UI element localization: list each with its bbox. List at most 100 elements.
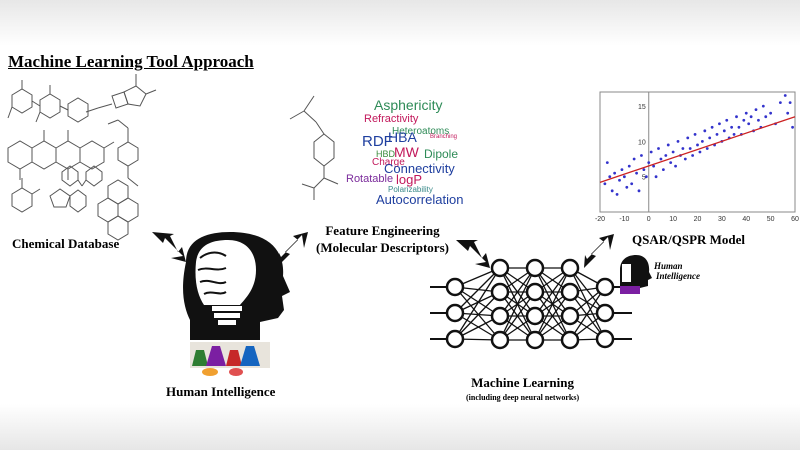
data-point: [649, 150, 653, 154]
network-edge: [499, 267, 536, 317]
data-point: [744, 111, 748, 115]
network-node: [560, 282, 580, 302]
arrow-down-right-icon: [456, 240, 490, 268]
data-point: [644, 175, 648, 179]
data-point: [700, 140, 704, 143]
ibuprofen-molecule-icon: [289, 95, 339, 200]
network-edge: [454, 267, 501, 340]
data-point: [640, 154, 643, 157]
network-edge: [454, 286, 501, 341]
data-point: [674, 164, 677, 168]
data-point: [786, 111, 790, 115]
network-node: [445, 277, 465, 297]
bottom-blur-band: [0, 404, 800, 450]
data-point: [754, 108, 758, 112]
data-point: [613, 171, 617, 175]
data-point: [742, 118, 746, 122]
network-node: [490, 306, 510, 326]
x-tick-label: 10: [669, 216, 677, 223]
data-point: [737, 125, 741, 129]
data-point: [664, 154, 668, 157]
network-node: [595, 277, 615, 297]
descriptor-word: logP: [396, 172, 423, 187]
arrow-up-right-icon: [278, 232, 308, 266]
data-point: [630, 182, 634, 186]
data-point: [783, 94, 787, 97]
data-point: [693, 132, 697, 136]
data-point: [637, 189, 641, 193]
network-node: [560, 330, 580, 350]
data-point: [708, 136, 712, 140]
network-edge: [569, 286, 606, 341]
data-point: [725, 118, 729, 122]
data-point: [618, 178, 621, 182]
network-node: [525, 282, 545, 302]
data-point: [698, 150, 702, 154]
x-tick-label: -20: [595, 216, 605, 223]
network-node: [525, 306, 545, 326]
x-tick-label: 60: [791, 216, 799, 223]
data-point: [769, 111, 773, 115]
data-point: [659, 157, 663, 161]
data-point: [757, 118, 760, 122]
network-node: [490, 330, 510, 350]
descriptor-word: Connectivity: [384, 161, 455, 176]
small-human-intelligence-icon: [620, 255, 652, 294]
data-point: [718, 122, 721, 126]
feature-engineering-title: Feature Engineering: [325, 223, 440, 238]
data-point: [715, 132, 719, 136]
network-edge: [534, 267, 571, 341]
descriptor-word: Refractivity: [364, 113, 419, 125]
data-point: [635, 171, 638, 175]
network-node: [525, 258, 545, 278]
data-point: [669, 161, 673, 164]
plot-frame: [599, 91, 796, 213]
data-point: [778, 101, 782, 104]
descriptor-word: Heteroatoms: [392, 126, 450, 137]
small-human-label: Human: [654, 261, 683, 271]
small-intelligence-label: Intelligence: [656, 271, 700, 281]
network-node: [560, 258, 580, 278]
network-edge: [454, 291, 501, 340]
y-tick-label: 10: [638, 139, 646, 146]
descriptor-word: Asphericity: [374, 97, 443, 113]
network-edge: [499, 291, 536, 341]
arrow-down-right-icon: [152, 232, 186, 262]
descriptor-word: HBA: [388, 129, 417, 145]
network-node: [490, 258, 510, 278]
descriptor-word: HBD: [376, 149, 396, 159]
flow-arrows: [152, 232, 614, 268]
data-point: [625, 185, 629, 189]
descriptor-word: Polarizability: [388, 185, 433, 194]
fit-line: [599, 116, 796, 183]
data-point: [642, 168, 646, 172]
human-intelligence-label: Human Intelligence: [166, 384, 276, 399]
data-point: [722, 129, 726, 133]
data-point: [654, 175, 658, 179]
data-point: [666, 143, 670, 147]
descriptor-word: Charge: [372, 157, 405, 168]
network-node: [595, 303, 615, 323]
descriptor-word: Dipole: [424, 147, 459, 161]
network-edge: [534, 267, 571, 317]
data-point: [608, 175, 612, 179]
data-point: [791, 125, 794, 129]
feature-engineering-label: Feature Engineering (Molecular Descripto…: [316, 222, 449, 256]
descriptor-word: Autocorrelation: [376, 192, 464, 207]
data-point: [761, 104, 765, 108]
neural-network-icon: [430, 258, 632, 350]
x-tick-label: 40: [742, 216, 750, 223]
network-edge: [499, 267, 536, 341]
network-edge: [534, 291, 571, 341]
data-point: [705, 147, 709, 150]
descriptor-word: RDF: [362, 133, 393, 150]
machine-learning-subtitle: (including deep neural networks): [466, 393, 580, 402]
data-point: [671, 150, 675, 154]
arrow-up-right-icon: [584, 234, 614, 268]
data-point: [647, 161, 651, 164]
data-point: [710, 125, 714, 129]
data-point: [703, 129, 707, 133]
network-node: [560, 306, 580, 326]
data-point: [620, 168, 624, 172]
data-point: [788, 101, 792, 104]
